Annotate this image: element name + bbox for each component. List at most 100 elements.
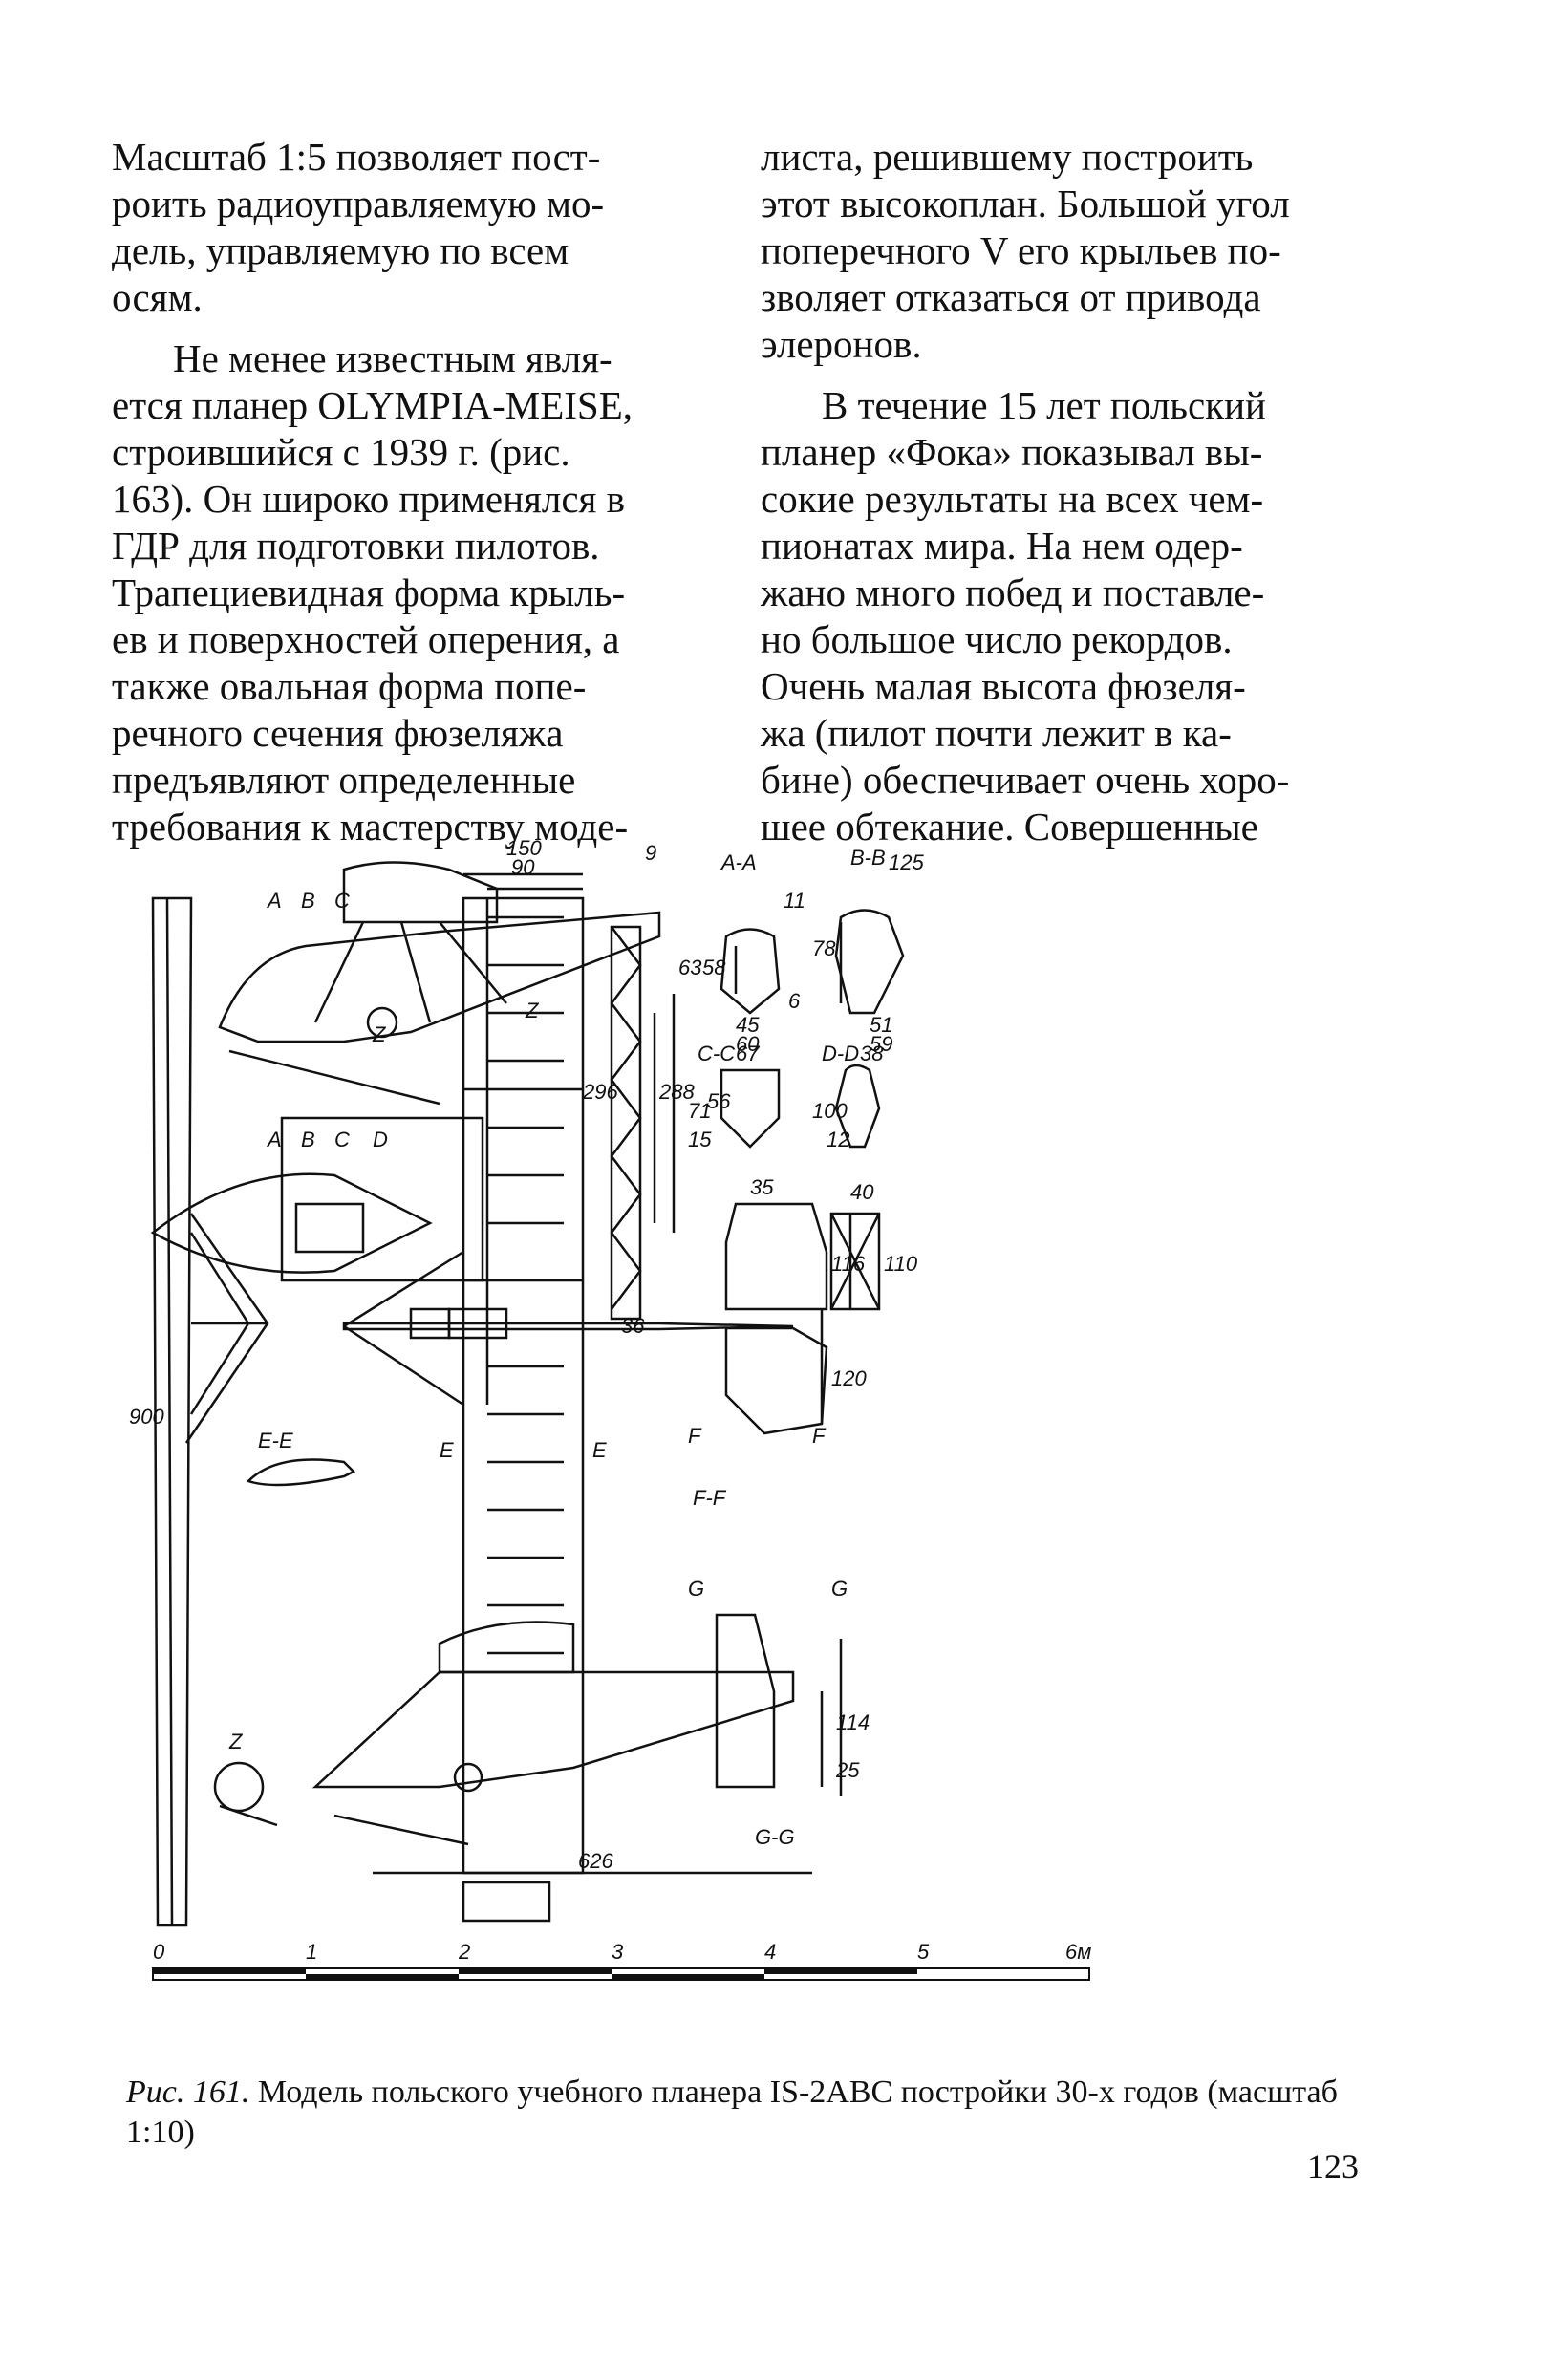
dimension-label: 11: [784, 889, 805, 913]
dimension-label: 125: [889, 850, 924, 874]
scale-tick-label: 6м: [1065, 1940, 1091, 1964]
wing-planform: [462, 896, 585, 1875]
dimension-label: 38: [860, 1042, 884, 1065]
dimension-label: 36: [621, 1314, 645, 1338]
dimension-label: 15: [688, 1128, 712, 1151]
marker-label: F: [812, 1424, 827, 1448]
section-label: G-G: [755, 1825, 795, 1849]
text-line: В течение 15 лет польский: [822, 383, 1266, 427]
figure-caption: Рис. 161. Модель польского учебного план…: [126, 2073, 1368, 2153]
dimension-label: 150: [506, 836, 542, 860]
dimension-label: 90: [511, 855, 535, 879]
marker-label: G: [688, 1577, 704, 1601]
figure-labels: A B C A B C D Z Z E-E E E F F F-F G G G-…: [129, 836, 924, 1873]
scale-tick-label: 2: [458, 1940, 470, 1964]
rib-truss: [610, 925, 642, 1321]
dimension-label: 25: [835, 1758, 860, 1782]
text-line: этот высокоплан. Большой угол: [761, 182, 1290, 226]
wheel: [366, 1006, 398, 1039]
scale-tick-label: 3: [612, 1940, 624, 1964]
tail-top-lower: [724, 1326, 828, 1435]
skid: [228, 1049, 440, 1106]
text-line: Трапециевидная форма крыль-: [112, 570, 626, 614]
left-text-column: Масштаб 1:5 позволяет пост-роить радиоуп…: [112, 134, 712, 850]
paragraph: Не менее известным явля-ется планер OLYM…: [112, 335, 712, 850]
text-line: бине) обеспечивает очень хоро-: [761, 758, 1290, 802]
section-b-b: [834, 909, 905, 1015]
marker-label: B: [301, 1128, 315, 1151]
dimension-label: 288: [658, 1080, 695, 1104]
section-label: C-C: [698, 1042, 735, 1065]
dimension-label: 100: [812, 1099, 848, 1123]
page-number: 123: [1307, 2147, 1359, 2185]
text-line: ев и поверхностей оперения, а: [112, 617, 620, 661]
scale-tick-label: 5: [917, 1940, 930, 1964]
dimension-label: 56: [707, 1089, 731, 1113]
dimension-label: 78: [812, 936, 836, 960]
dimension-label: 6: [788, 989, 801, 1013]
dimension-label: 296: [582, 1080, 618, 1104]
tail-top-upper: [724, 1202, 828, 1311]
text-line: предъявляют определенные: [112, 758, 576, 802]
section-label: F-F: [693, 1486, 727, 1510]
fuselage-top-view: [150, 1172, 433, 1274]
marker-label: Z: [228, 1730, 244, 1753]
marker-label: C: [334, 1128, 350, 1151]
text-line: поперечного V его крыльев по-: [761, 228, 1281, 272]
scale-tick-label: 0: [153, 1940, 165, 1964]
fuselage-side-view-top: [218, 911, 661, 1043]
marker-label: B: [301, 889, 315, 913]
skid-bottom: [333, 1814, 469, 1846]
marker-label: G: [831, 1577, 848, 1601]
dimension-label: 114: [836, 1710, 870, 1734]
text-line: планер «Фока» показывал вы-: [761, 430, 1263, 474]
text-line: шее обтекание. Совершенные: [761, 805, 1258, 849]
wing-section-top: [342, 861, 499, 924]
dimension-label: 35: [750, 1175, 774, 1199]
dimension-label: 45: [736, 1013, 760, 1037]
text-line: листа, решившему построить: [761, 135, 1254, 179]
fuselage-side-view-bottom: [311, 1670, 795, 1789]
dimension-label: 67: [736, 1042, 760, 1065]
text-line: сокие результаты на всех чем-: [761, 477, 1264, 521]
dimension-label: 116: [831, 1252, 866, 1276]
dimension-label: 60: [736, 1032, 760, 1056]
dimension-label: 626: [578, 1849, 613, 1873]
text-line: зволяет отказаться от привода: [761, 275, 1261, 319]
marker-label: F: [688, 1424, 702, 1448]
paragraph: Масштаб 1:5 позволяет пост-роить радиоуп…: [112, 134, 712, 321]
text-line: требования к мастерству моде-: [112, 805, 629, 849]
text-line: Очень малая высота фюзеля-: [761, 664, 1246, 708]
glider-drawing-figure: 0 1 2 3 4 5 6м A B C A B C D Z Z E-E E E…: [124, 831, 1385, 2054]
dimension-label: 120: [831, 1366, 867, 1390]
text-line: также овальная форма попе-: [112, 664, 587, 708]
text-line: речного сечения фюзеляжа: [112, 711, 564, 755]
text-line: жано много побед и поставле-: [761, 570, 1265, 614]
tail-detail: [829, 1212, 881, 1311]
section-outline: [280, 1116, 484, 1282]
text-line: 163). Он широко применялся в: [112, 477, 626, 521]
text-line: жа (пилот почти лежит в ка-: [761, 711, 1232, 755]
marker-label: C: [334, 889, 350, 913]
text-line: строившийся с 1939 г. (рис.: [112, 430, 570, 474]
section-label: E-E: [258, 1429, 293, 1452]
tail-side: [715, 1613, 776, 1789]
airfoil-e-e: [246, 1458, 356, 1487]
caption-text: Модель польского учебного планера IS-2AB…: [126, 2075, 1338, 2150]
dimension-label: 71: [688, 1099, 711, 1123]
marker-label: E: [592, 1438, 607, 1462]
text-line: пионатах мира. На нем одер-: [761, 524, 1243, 568]
dimension-label: 12: [827, 1128, 849, 1151]
caption-lead: Рис. 161.: [126, 2075, 250, 2110]
wing-struts: [184, 1213, 269, 1444]
section-label: D-D: [822, 1042, 859, 1065]
part-block: [462, 1881, 551, 1923]
marker-label: Z: [372, 1022, 387, 1046]
section-label: B-B: [850, 846, 886, 870]
text-line: но большое число рекордов.: [761, 617, 1233, 661]
section-label: A-A: [720, 850, 757, 874]
marker-label: A: [266, 1128, 282, 1151]
text-line: элеронов.: [761, 322, 922, 366]
